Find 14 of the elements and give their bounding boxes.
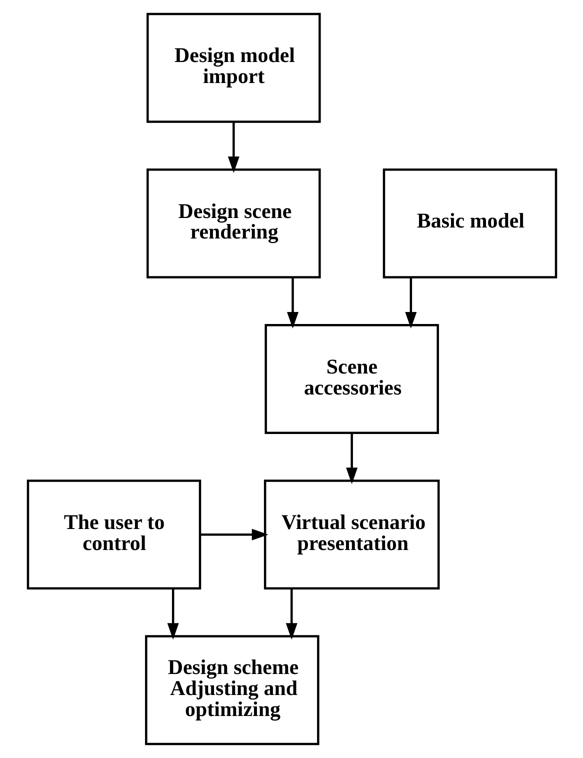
arrow	[166, 588, 178, 640]
arrow	[286, 277, 298, 329]
node-box: Design scheme Adjusting and optimizing	[144, 635, 319, 746]
arrow	[227, 122, 239, 173]
node-box: Design scene rendering	[146, 168, 320, 278]
arrow	[346, 432, 358, 484]
node-box: The user to control	[26, 480, 201, 590]
node-box: Design model import	[146, 12, 320, 123]
arrow	[404, 277, 416, 329]
node-box: Basic model	[382, 168, 557, 278]
node-box: Scene accessories	[264, 324, 438, 434]
arrow	[285, 588, 297, 640]
arrow	[200, 528, 268, 540]
node-box: Virtual scenario presentation	[263, 480, 440, 590]
